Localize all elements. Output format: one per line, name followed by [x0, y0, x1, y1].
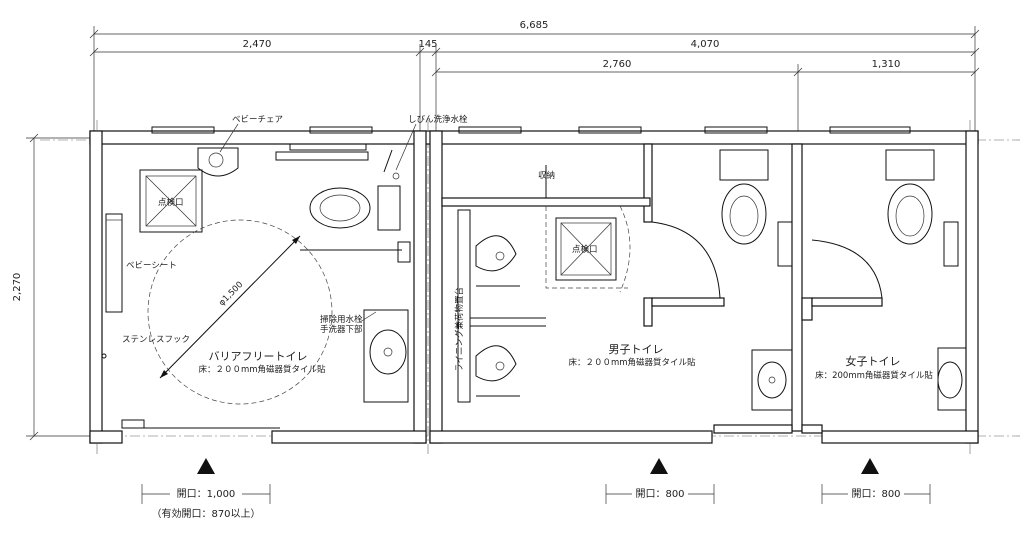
womens-fixtures — [811, 149, 967, 411]
mens-fixtures — [457, 149, 793, 411]
room-floor-womens: 床：200mm角磁器質タイル貼 — [815, 370, 933, 381]
opening-brackets — [141, 484, 931, 504]
dim-total: 6,685 — [520, 20, 549, 31]
label-diameter: φ1,500 — [217, 280, 245, 308]
label-inspection-1: 点検口 — [158, 197, 184, 208]
dim-mens-width: 2,760 — [603, 59, 632, 70]
leader-cleaning — [359, 311, 377, 323]
dim-gap: 145 — [418, 39, 437, 50]
dim-right-width: 4,070 — [691, 39, 720, 50]
barrier-free-fixtures — [101, 143, 411, 429]
leader-ostomy — [395, 123, 417, 171]
room-floor-mens: 床：２００mm角磁器質タイル貼 — [568, 357, 696, 368]
label-cleaning-faucet: 掃除用水栓 — [320, 314, 363, 325]
leader-baby-chair — [219, 123, 239, 153]
dimension-lines — [26, 26, 980, 441]
label-under-sink: 手洗器下部 — [320, 324, 363, 335]
entrance-markers — [197, 458, 879, 474]
opening-womens: 開口：800 — [851, 488, 900, 500]
room-name-barrier-free: バリアフリートイレ — [209, 350, 308, 363]
room-floor-barrier-free: 床：２００mm角磁器質タイル貼 — [198, 364, 326, 375]
opening-mens: 開口：800 — [635, 488, 684, 500]
label-inspection-2: 点検口 — [572, 244, 598, 255]
label-ostomy-faucet: しびん洗浄水栓 — [408, 114, 468, 125]
room-name-womens: 女子トイレ — [846, 354, 901, 368]
opening-barrier-free: 開口：1,000 — [177, 488, 236, 500]
dim-womens-width: 1,310 — [872, 59, 901, 70]
opening-barrier-free-effective: （有効開口：870以上） — [151, 507, 260, 520]
label-baby-chair: ベビーチェア — [232, 115, 283, 125]
opening-bg-3 — [848, 486, 904, 500]
label-baby-sheet: ベビーシート — [126, 261, 177, 271]
dim-left-width: 2,470 — [243, 39, 272, 50]
dim-height: 2,270 — [12, 273, 23, 302]
label-storage: 収納 — [538, 170, 555, 181]
opening-bg-2 — [632, 486, 688, 500]
label-steel-hook: ステンレスフック — [122, 335, 190, 345]
room-name-mens: 男子トイレ — [609, 343, 664, 356]
opening-bg-1 — [170, 486, 242, 500]
label-lining-shelf: ライニング兼荷物置台 — [454, 287, 465, 372]
walls — [89, 126, 979, 444]
